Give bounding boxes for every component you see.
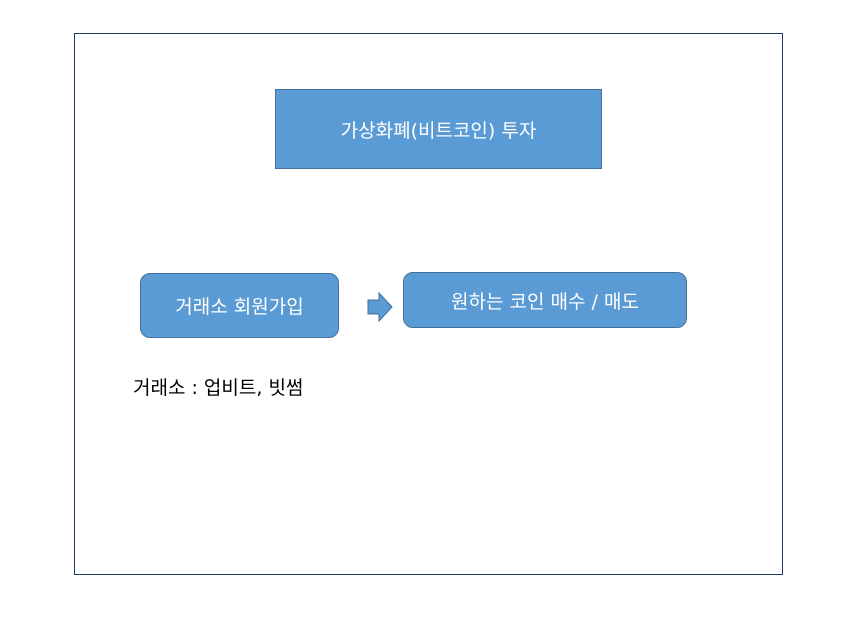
step-signup-box: 거래소 회원가입 bbox=[140, 273, 339, 338]
title-box: 가상화폐(비트코인) 투자 bbox=[275, 89, 602, 169]
title-text: 가상화폐(비트코인) 투자 bbox=[340, 119, 537, 142]
step-signup-text: 거래소 회원가입 bbox=[175, 296, 304, 318]
step-trade-box: 원하는 코인 매수 / 매도 bbox=[403, 272, 687, 328]
right-arrow-icon bbox=[367, 292, 393, 322]
step-trade-text: 원하는 코인 매수 / 매도 bbox=[451, 290, 639, 313]
exchange-note: 거래소 : 업비트, 빗썸 bbox=[133, 377, 304, 399]
